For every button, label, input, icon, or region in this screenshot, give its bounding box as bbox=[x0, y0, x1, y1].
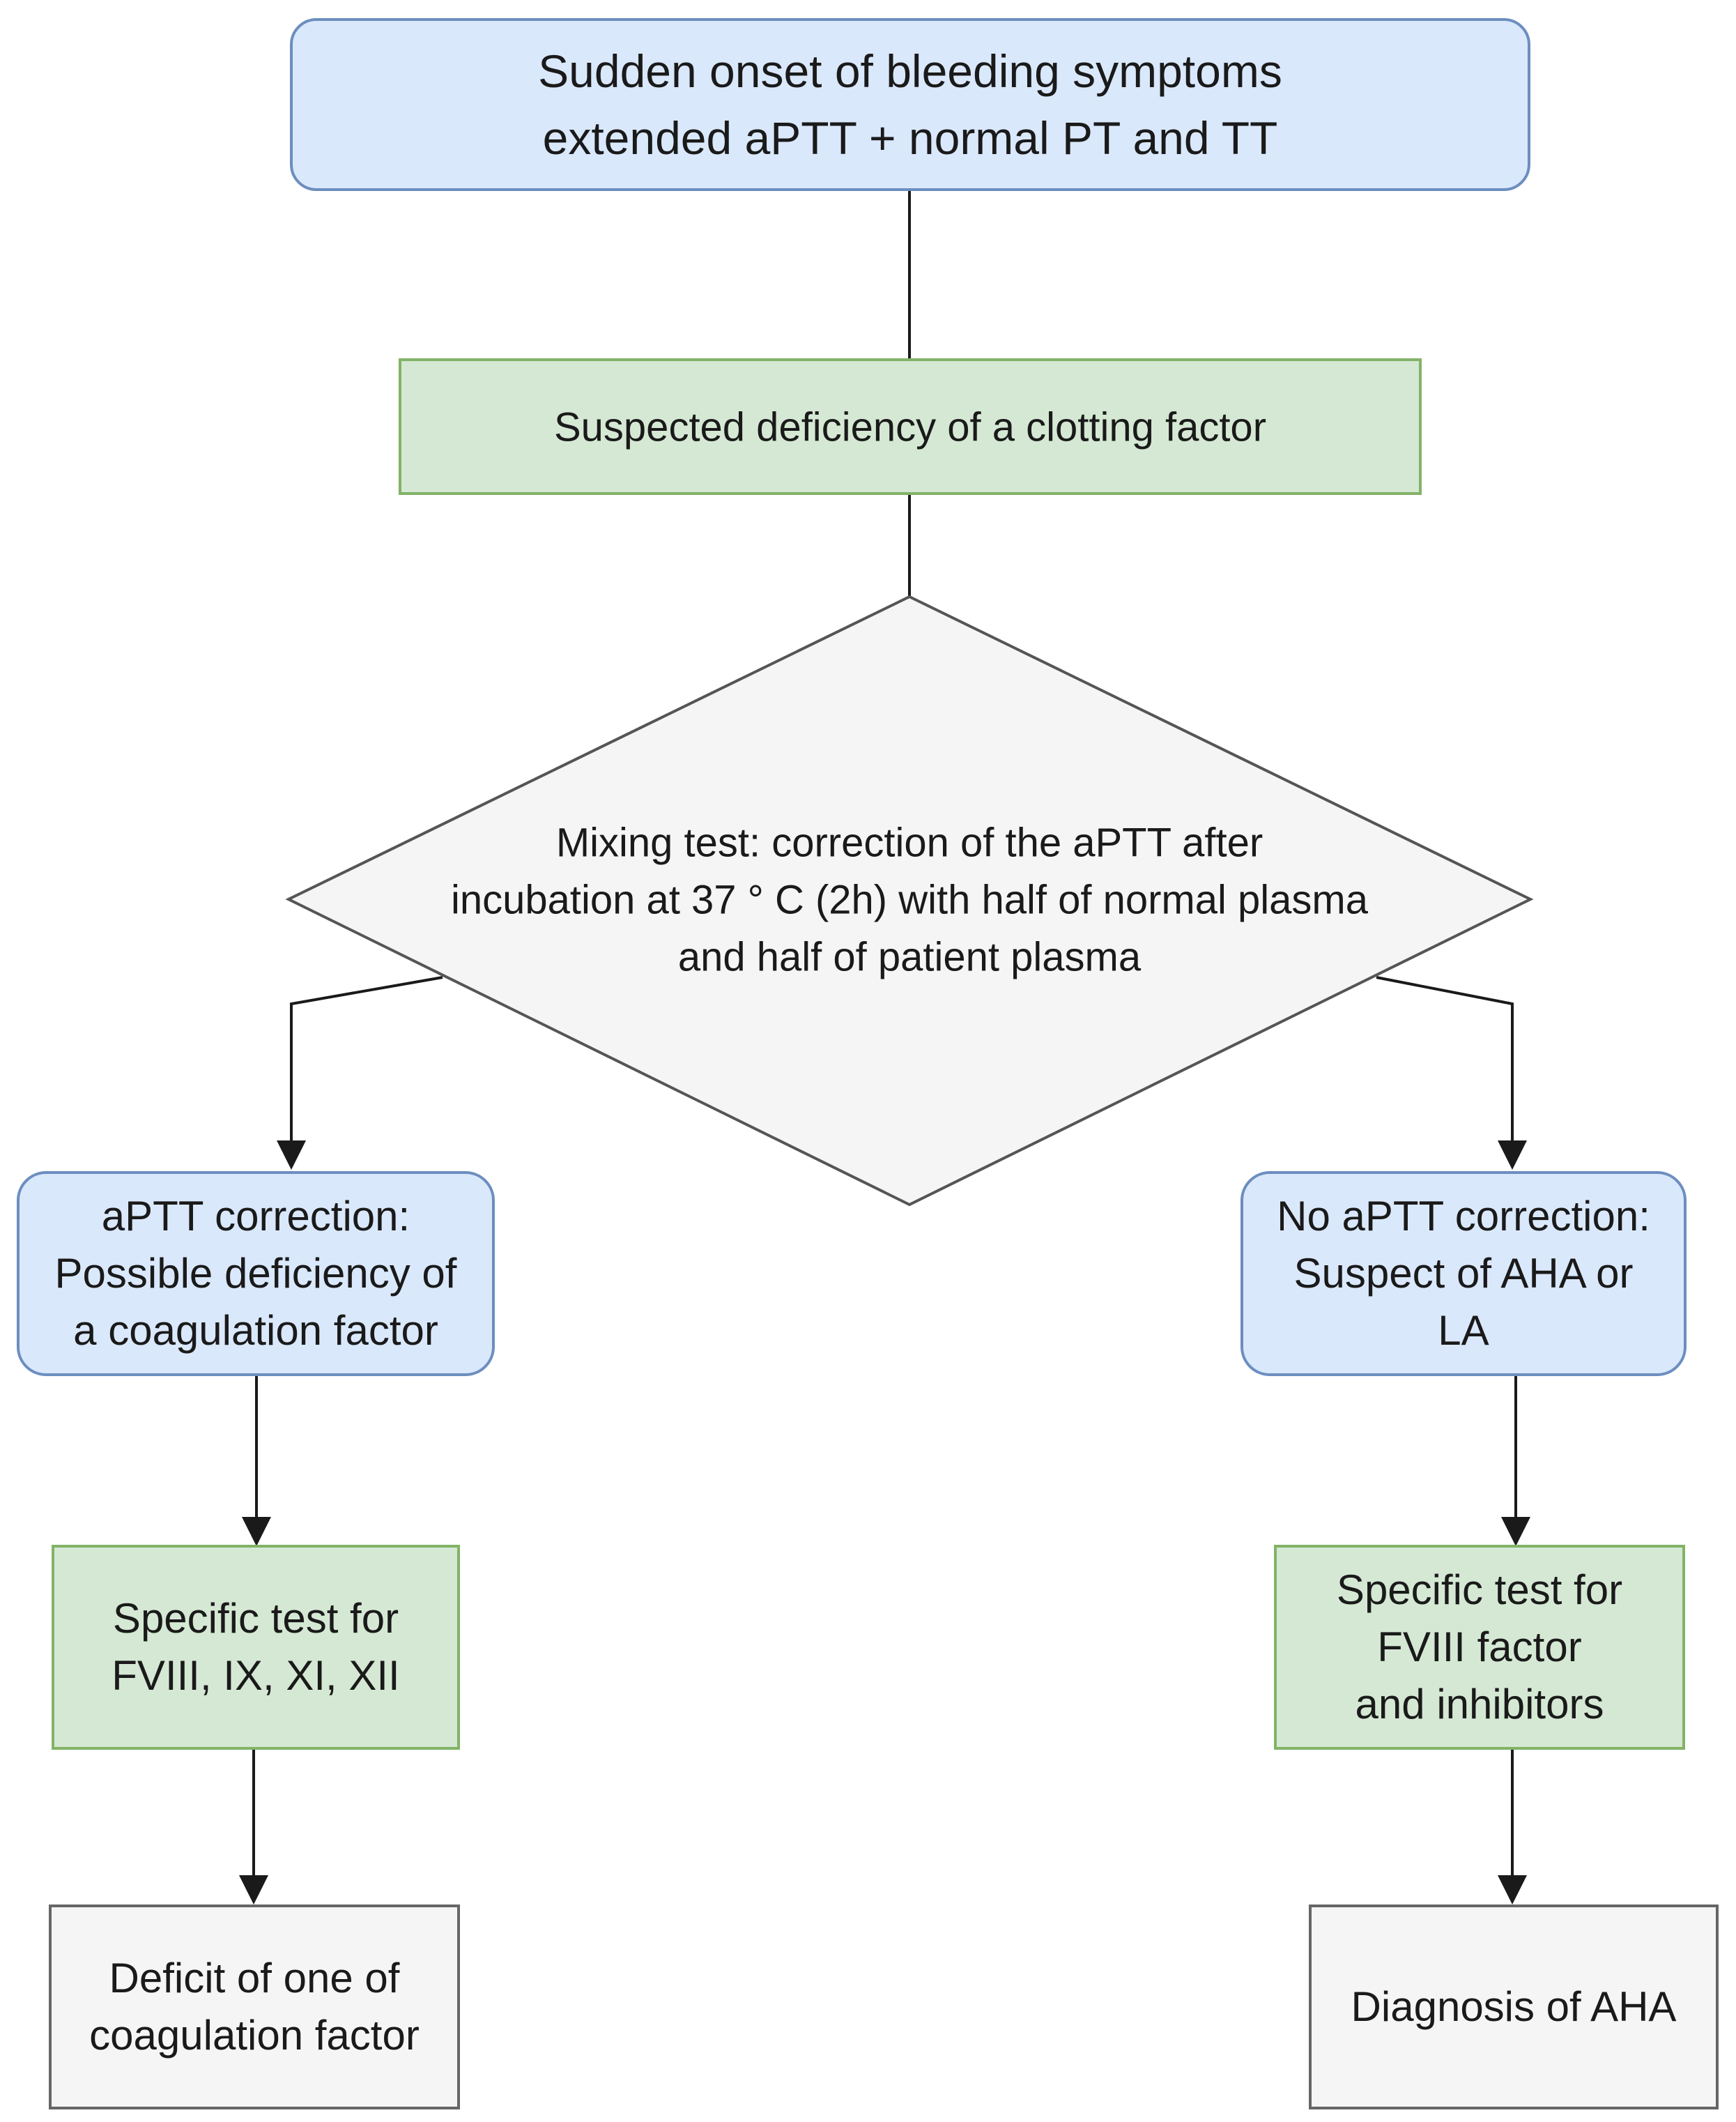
arrowhead-right-test bbox=[1501, 1517, 1530, 1546]
arrowhead-left-outcome bbox=[239, 1875, 268, 1905]
right-outcome-line: Diagnosis of AHA bbox=[1351, 1983, 1677, 2030]
left-test-box bbox=[52, 1545, 460, 1750]
start-line: Sudden onset of bleeding symptoms bbox=[538, 45, 1282, 97]
left-outcome-line: coagulation factor bbox=[89, 2012, 420, 2059]
mixing-line: incubation at 37 ° C (2h) with half of n… bbox=[451, 877, 1369, 922]
right-result-line: Suspect of AHA or bbox=[1294, 1250, 1634, 1297]
left-test-line: Specific test for bbox=[113, 1595, 399, 1642]
arrow-mixing-to-right-result bbox=[1376, 976, 1514, 1166]
start-line: extended aPTT + normal PT and TT bbox=[543, 112, 1278, 164]
mixing-test-text: Mixing test: correction of the aPTT afte… bbox=[451, 820, 1369, 979]
left-outcome-text: Deficit of one of coagulation factor bbox=[89, 1955, 420, 2059]
left-result-line: a coagulation factor bbox=[73, 1307, 438, 1354]
left-result-line: aPTT correction: bbox=[102, 1193, 410, 1239]
right-outcome-text: Diagnosis of AHA bbox=[1351, 1983, 1677, 2030]
arrow-mixing-to-left-result bbox=[290, 976, 443, 1166]
right-outcome-box bbox=[1309, 1905, 1719, 2109]
right-test-line: Specific test for bbox=[1337, 1566, 1622, 1613]
right-result-box bbox=[1240, 1171, 1687, 1376]
arrowhead-left-result bbox=[277, 1140, 306, 1170]
start-box bbox=[290, 18, 1530, 191]
right-result-line: No aPTT correction: bbox=[1277, 1193, 1650, 1239]
right-test-line: FVIII factor bbox=[1377, 1624, 1581, 1670]
arrowhead-left-test bbox=[242, 1517, 271, 1546]
right-result-text: No aPTT correction: Suspect of AHA or LA bbox=[1277, 1193, 1650, 1354]
arrowhead-right-result bbox=[1498, 1140, 1527, 1170]
right-result-line: LA bbox=[1438, 1307, 1489, 1354]
right-test-box bbox=[1274, 1545, 1685, 1750]
left-result-line: Possible deficiency of bbox=[55, 1250, 457, 1297]
right-test-line: and inhibitors bbox=[1355, 1681, 1604, 1727]
mixing-line: and half of patient plasma bbox=[678, 934, 1142, 979]
suspected-line: Suspected deficiency of a clotting facto… bbox=[554, 404, 1266, 450]
left-result-box bbox=[17, 1171, 495, 1376]
suspected-box bbox=[399, 358, 1422, 495]
left-outcome-box bbox=[49, 1905, 460, 2109]
arrowhead-right-outcome bbox=[1498, 1875, 1527, 1905]
left-result-text: aPTT correction: Possible deficiency of a … bbox=[55, 1193, 457, 1354]
mixing-line: Mixing test: correction of the aPTT afte… bbox=[556, 820, 1263, 865]
mixing-test-diamond bbox=[285, 595, 1534, 1207]
start-text: Sudden onset of bleeding symptoms extende… bbox=[538, 45, 1282, 164]
left-outcome-line: Deficit of one of bbox=[109, 1955, 400, 2001]
suspected-text: Suspected deficiency of a clotting facto… bbox=[554, 404, 1266, 450]
left-test-line: FVIII, IX, XI, XII bbox=[112, 1652, 399, 1699]
